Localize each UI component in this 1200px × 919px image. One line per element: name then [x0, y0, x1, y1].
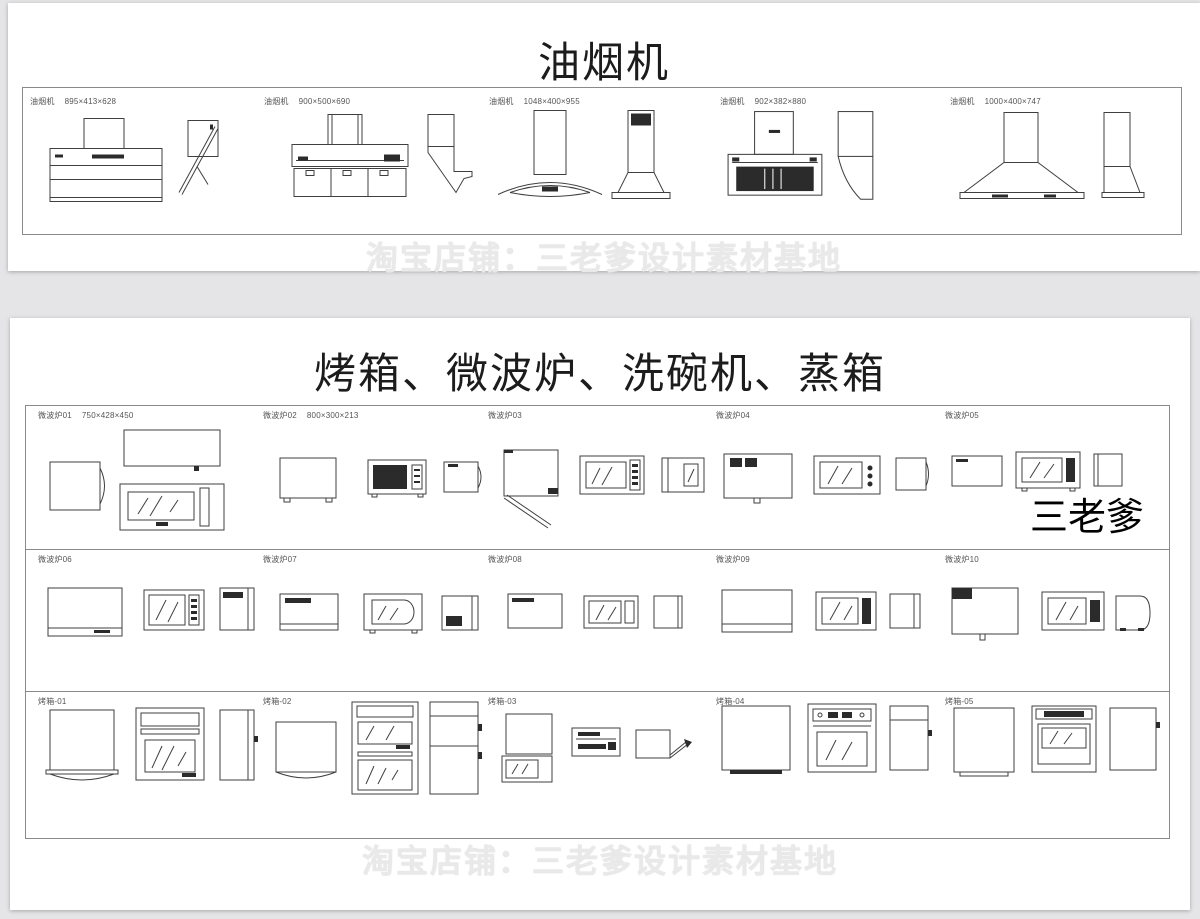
item-name: 微波炉04 — [716, 411, 750, 420]
item-name: 烤箱-04 — [716, 697, 745, 706]
oven-label-01: 烤箱-01 — [38, 696, 67, 707]
item-name: 微波炉02 — [263, 411, 297, 420]
hood-item-label-4: 油烟机 902×382×880 — [720, 96, 806, 107]
hood-item-label-1: 油烟机 895×413×628 — [30, 96, 116, 107]
item-name: 微波炉06 — [38, 555, 72, 564]
microwave-drawing-05 — [948, 422, 1163, 540]
range-hood-drawing-5 — [952, 107, 1147, 215]
oven-drawing-05 — [948, 700, 1163, 825]
oven-label-02: 烤箱-02 — [263, 696, 292, 707]
item-name: 烤箱-05 — [945, 697, 974, 706]
microwave-label-10: 微波炉10 — [945, 554, 979, 565]
item-size: 900×500×690 — [298, 97, 351, 106]
item-name: 油烟机 — [489, 97, 514, 106]
microwave-drawing-04 — [718, 422, 933, 540]
item-size: 750×428×450 — [81, 411, 134, 420]
hood-item-label-2: 油烟机 900×500×690 — [264, 96, 350, 107]
item-name: 微波炉09 — [716, 555, 750, 564]
item-name: 微波炉10 — [945, 555, 979, 564]
brand-overlay-text: 三老爹 — [1030, 497, 1145, 539]
row-divider-2 — [26, 691, 1169, 692]
microwave-drawing-06 — [44, 570, 259, 665]
watermark-text-bottom: 淘宝店铺：三老爹设计素材基地 — [361, 843, 838, 879]
panel1-title: 油烟机 — [537, 41, 670, 87]
range-hood-drawing-4 — [724, 107, 882, 215]
item-name: 烤箱-01 — [38, 697, 67, 706]
item-name: 微波炉05 — [945, 411, 979, 420]
item-name: 微波炉08 — [488, 555, 522, 564]
oven-label-05: 烤箱-05 — [945, 696, 974, 707]
microwave-drawing-07 — [272, 570, 487, 665]
item-name: 烤箱-03 — [488, 697, 517, 706]
range-hood-drawing-2 — [284, 107, 474, 215]
microwave-label-02: 微波炉02 800×300×213 — [263, 410, 359, 421]
item-size: 895×413×628 — [64, 97, 117, 106]
item-size: 1000×400×747 — [984, 97, 1041, 106]
oven-microwave-sheet-panel: 烤箱、微波炉、洗碗机、蒸箱 微波炉01 750×428×450 微波炉02 800×… — [10, 318, 1190, 910]
watermark-text-top: 淘宝店铺：三老爹设计素材基地 — [365, 240, 842, 276]
oven-drawing-01 — [44, 700, 259, 825]
microwave-label-07: 微波炉07 — [263, 554, 297, 565]
item-size: 902×382×880 — [754, 97, 807, 106]
item-name: 微波炉01 — [38, 411, 72, 420]
microwave-label-08: 微波炉08 — [488, 554, 522, 565]
panel2-drawing-frame — [25, 405, 1170, 839]
oven-drawing-02 — [272, 700, 487, 825]
item-name: 油烟机 — [30, 97, 55, 106]
hood-item-label-5: 油烟机 1000×400×747 — [950, 96, 1041, 107]
range-hood-sheet-panel: 油烟机 油烟机 895×413×628 油烟机 900×500×690 油烟机 104… — [8, 3, 1200, 276]
oven-label-04: 烤箱-04 — [716, 696, 745, 707]
panel2-title: 烤箱、微波炉、洗碗机、蒸箱 — [313, 352, 886, 398]
microwave-label-05: 微波炉05 — [945, 410, 979, 421]
range-hood-drawing-3 — [490, 105, 680, 213]
item-name: 微波炉03 — [488, 411, 522, 420]
item-name: 油烟机 — [264, 97, 289, 106]
oven-label-03: 烤箱-03 — [488, 696, 517, 707]
item-size: 1048×400×955 — [523, 97, 580, 106]
microwave-label-09: 微波炉09 — [716, 554, 750, 565]
microwave-drawing-10 — [948, 570, 1163, 665]
panel1-drawing-frame — [22, 87, 1182, 235]
item-name: 烤箱-02 — [263, 697, 292, 706]
microwave-label-06: 微波炉06 — [38, 554, 72, 565]
microwave-drawing-01 — [44, 422, 259, 540]
range-hood-drawing-1 — [42, 107, 232, 215]
hood-item-label-3: 油烟机 1048×400×955 — [489, 96, 580, 107]
microwave-drawing-03 — [496, 422, 711, 540]
microwave-drawing-08 — [496, 570, 711, 665]
oven-drawing-03 — [496, 700, 711, 825]
microwave-label-03: 微波炉03 — [488, 410, 522, 421]
row-divider-1 — [26, 549, 1169, 550]
microwave-label-01: 微波炉01 750×428×450 — [38, 410, 134, 421]
item-name: 微波炉07 — [263, 555, 297, 564]
item-name: 油烟机 — [950, 97, 975, 106]
item-size: 800×300×213 — [306, 411, 359, 420]
microwave-drawing-02 — [272, 422, 487, 540]
item-name: 油烟机 — [720, 97, 745, 106]
microwave-drawing-09 — [718, 570, 933, 665]
oven-drawing-04 — [718, 700, 933, 825]
microwave-label-04: 微波炉04 — [716, 410, 750, 421]
